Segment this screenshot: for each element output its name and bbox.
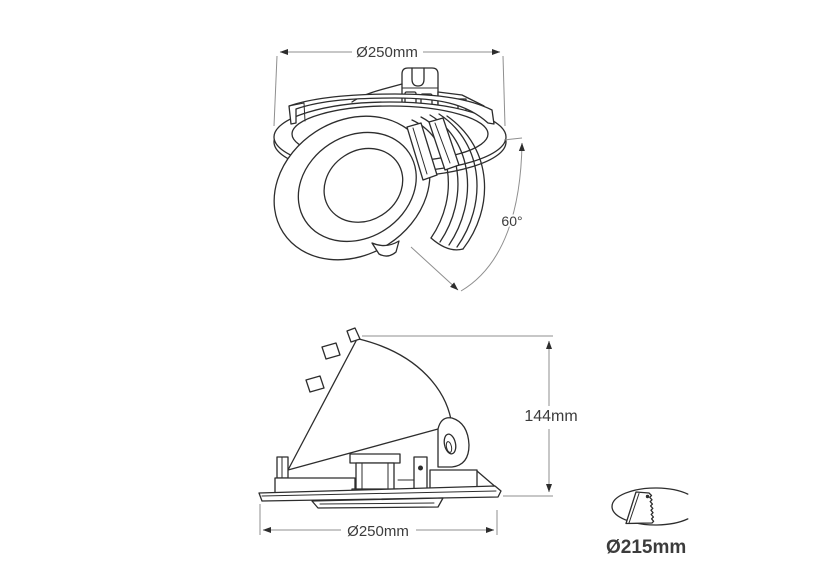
- saw-blade: [625, 491, 655, 525]
- bottom-diameter-label: Ø250mm: [347, 523, 409, 540]
- dimension-height: 144mm: [362, 335, 580, 497]
- top-diameter-label: Ø250mm: [356, 44, 418, 61]
- cutout-diameter-label: Ø215mm: [606, 537, 686, 558]
- spring-clips: [406, 117, 460, 181]
- tilt-angle-label: 60°: [501, 213, 522, 229]
- dimension-tilt-angle: 60°: [410, 137, 525, 292]
- side-view-drawing: 144mm Ø250mm: [258, 327, 580, 542]
- base-plate: [258, 485, 502, 509]
- side-tab: [305, 375, 325, 393]
- scoop-rib-shell: [411, 113, 486, 251]
- dimension-bottom-diameter: Ø250mm: [259, 504, 498, 542]
- dimension-top-diameter: Ø250mm: [273, 42, 506, 127]
- cutout-spec: Ø215mm: [604, 487, 689, 560]
- scoop-profile: [287, 327, 453, 471]
- top-view-drawing: Ø250mm 60°: [273, 42, 525, 292]
- housing-collar: [288, 93, 495, 125]
- lens-notch: [371, 240, 400, 257]
- ceiling-cutout-saw-icon: [611, 487, 689, 526]
- height-label: 144mm: [524, 408, 577, 425]
- side-tab: [321, 342, 341, 360]
- lens-face: [273, 115, 431, 261]
- hinge-bracket: [437, 417, 470, 468]
- apex-tab: [346, 327, 361, 343]
